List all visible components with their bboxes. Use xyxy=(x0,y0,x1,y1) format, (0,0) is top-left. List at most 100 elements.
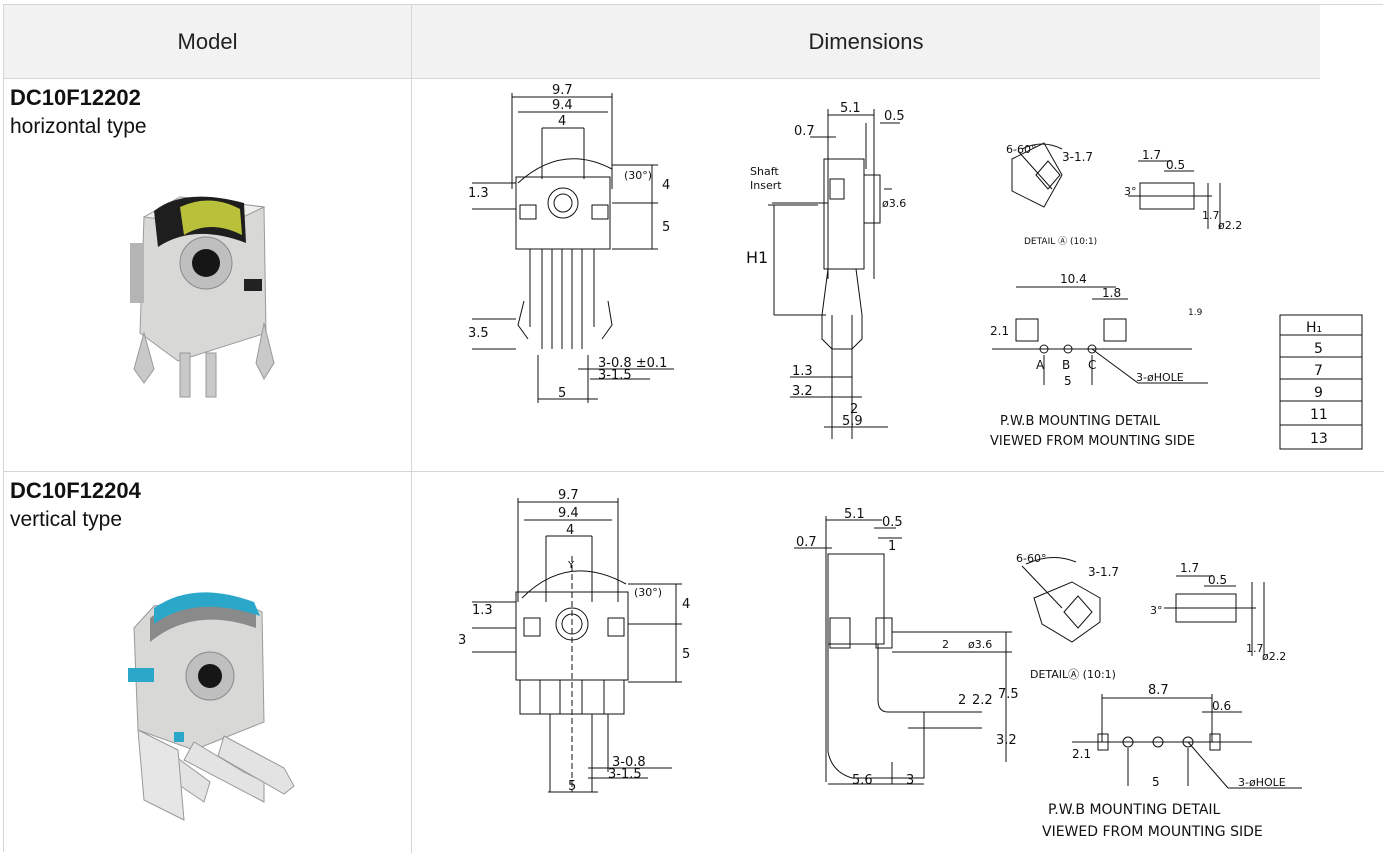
dim-label: 3-1.7 xyxy=(1088,565,1119,579)
dim-label: 1.7 xyxy=(1246,642,1264,655)
h-table xyxy=(1279,314,1363,450)
dim-label: 3-øHOLE xyxy=(1136,371,1184,384)
dim-label: 1 xyxy=(888,539,896,554)
model-name: DC10F12202 xyxy=(10,85,141,110)
pwb-caption: P.W.B MOUNTING DETAIL xyxy=(1048,802,1221,818)
dim-label: 2 xyxy=(850,402,858,417)
dim-label: ø2.2 xyxy=(1262,650,1286,663)
dim-label: 1.9 xyxy=(1188,308,1203,318)
dim-label: 3.2 xyxy=(996,733,1017,748)
h-table-value: 9 xyxy=(1314,385,1323,401)
detail-caption: DETAILⒶ (10:1) xyxy=(1030,668,1116,681)
dim-label: 2.1 xyxy=(990,324,1009,338)
detail-view-2 xyxy=(1021,557,1265,656)
pwb-caption: VIEWED FROM MOUNTING SIDE xyxy=(1042,824,1263,840)
dim-label: 1.7 xyxy=(1180,561,1199,575)
dim-label: 6-60° xyxy=(1006,143,1036,156)
model-type: horizontal type xyxy=(10,115,147,138)
dim-label: 5 xyxy=(1064,374,1072,388)
accent-ring xyxy=(180,200,242,235)
dim-label: (30°) xyxy=(624,169,652,182)
dim-label: 3-øHOLE xyxy=(1238,776,1286,789)
axis-label: Y xyxy=(567,560,575,571)
front-view-1 xyxy=(472,93,674,403)
dim-label: 3.2 xyxy=(792,384,813,399)
dim-label: 1.3 xyxy=(792,364,813,379)
dim-label: 9.7 xyxy=(552,83,573,98)
dim-label: 3-1.5 xyxy=(608,767,642,782)
dim-label: 5.6 xyxy=(852,773,873,788)
column-header-dimensions: Dimensions xyxy=(412,5,1320,79)
dim-label: 3 xyxy=(458,633,466,648)
dim-label: 1.7 xyxy=(1142,148,1161,162)
dim-label: 3° xyxy=(1124,185,1137,198)
pwb-view-1 xyxy=(992,286,1208,385)
dim-label: 1.8 xyxy=(1102,286,1121,300)
dim-label: ø3.6 xyxy=(882,197,906,210)
dim-label: H1 xyxy=(746,248,768,267)
dimensions-cell-1: 9.7 9.4 4 (30°) 1.3 4 5 3.5 3-0.8 ±0.1 3… xyxy=(412,79,1384,472)
dim-label: 3-1.5 xyxy=(598,368,632,383)
accent-ring xyxy=(154,592,260,624)
dim-label: 0.6 xyxy=(1212,699,1231,713)
drawing-2: 9.7 9.4 4 (30°) 1.3 3 4 5 Y 3-0.8 3-1.5 … xyxy=(458,488,1302,840)
drawing-1: 9.7 9.4 4 (30°) 1.3 4 5 3.5 3-0.8 ±0.1 3… xyxy=(468,83,1363,450)
side-view-2 xyxy=(794,516,1012,785)
dim-label: B xyxy=(1062,358,1070,372)
front-view-2 xyxy=(472,498,682,793)
dim-label: 5 xyxy=(1152,775,1160,789)
dim-label: 0.5 xyxy=(882,515,903,530)
dim-label: 3-0.8 xyxy=(612,755,646,770)
dim-label: 9.4 xyxy=(552,98,573,113)
dim-label: 4 xyxy=(566,523,574,538)
product-photo-vertical xyxy=(128,592,295,821)
dim-label: 2.2 xyxy=(972,693,993,708)
dim-label: 4 xyxy=(682,597,690,612)
pwb-view-2 xyxy=(1072,694,1302,789)
dim-label: 5 xyxy=(682,647,690,662)
dim-label: (30°) xyxy=(634,586,662,599)
dim-label: 6-60° xyxy=(1016,552,1046,565)
dim-label: 3-1.7 xyxy=(1062,150,1093,164)
model-cell-1: DC10F12202 horizontal type xyxy=(4,79,412,472)
dim-label: 0.5 xyxy=(884,109,905,124)
model-type: vertical type xyxy=(10,508,123,531)
dim-label: 3° xyxy=(1150,604,1163,617)
dim-label: 9.7 xyxy=(558,488,579,503)
dim-label: 0.7 xyxy=(796,535,817,550)
dim-label: 0.7 xyxy=(794,124,815,139)
h-table-header: H₁ xyxy=(1306,320,1322,336)
dim-label: 3.5 xyxy=(468,326,489,341)
dim-label: 5.1 xyxy=(844,507,865,522)
detail-view-1 xyxy=(1011,142,1221,229)
dim-label: 0.5 xyxy=(1208,573,1227,587)
dim-label: 3 xyxy=(906,773,914,788)
dim-label: 10.4 xyxy=(1060,272,1087,286)
pwb-caption: P.W.B MOUNTING DETAIL xyxy=(1000,414,1161,429)
dim-label: A xyxy=(1036,358,1045,372)
dim-label: 5 xyxy=(662,220,670,235)
product-photo-horizontal xyxy=(130,196,275,398)
dimensions-cell-2: 9.7 9.4 4 (30°) 1.3 3 4 5 Y 3-0.8 3-1.5 … xyxy=(412,472,1384,853)
detail-caption: DETAIL Ⓐ (10:1) xyxy=(1024,236,1097,247)
dim-label: 4 xyxy=(662,178,670,193)
column-header-model: Model xyxy=(4,5,412,79)
dim-label: 3-0.8 ±0.1 xyxy=(598,356,667,371)
spec-table: Model Dimensions DC10F12202 horizontal t… xyxy=(3,4,1384,853)
dim-label: Shaft xyxy=(750,165,779,178)
dim-label: ø2.2 xyxy=(1218,219,1242,232)
h-table-value: 13 xyxy=(1310,431,1328,447)
dim-label: 2 xyxy=(958,693,966,708)
pwb-caption: VIEWED FROM MOUNTING SIDE xyxy=(990,434,1195,449)
h-table-value: 11 xyxy=(1310,407,1328,423)
dim-label: 1.3 xyxy=(472,603,493,618)
h-table-value: 5 xyxy=(1314,341,1323,357)
dim-label: 1.7 xyxy=(1202,209,1220,222)
dim-label: 1.3 xyxy=(468,186,489,201)
dim-label: ø3.6 xyxy=(968,638,992,651)
dim-label: 7.5 xyxy=(998,687,1019,702)
dim-label: 5.1 xyxy=(840,101,861,116)
dim-label: 0.5 xyxy=(1166,158,1185,172)
dim-label: 2 xyxy=(942,638,949,651)
dim-label: 5.9 xyxy=(842,414,863,429)
